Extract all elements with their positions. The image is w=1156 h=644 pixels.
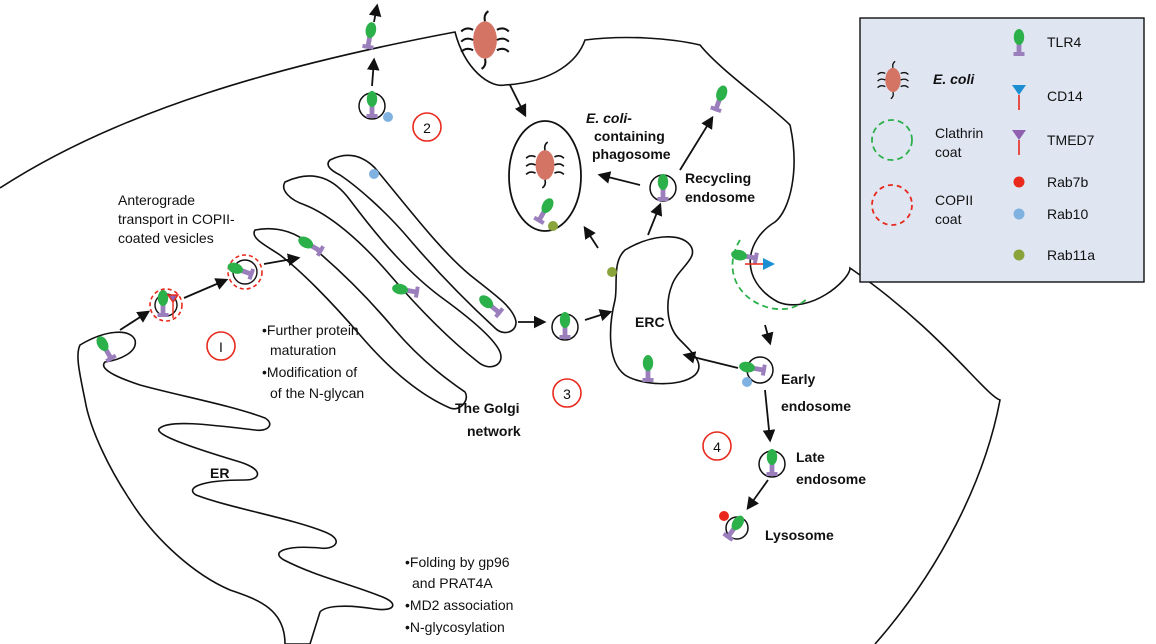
label-early-1: Early bbox=[781, 371, 815, 387]
label-erc: ERC bbox=[635, 314, 665, 330]
legend: E. coli Clathrin coat COPII coat TLR4 CD… bbox=[859, 17, 1145, 283]
note-er-1: •Folding by gp96 bbox=[405, 554, 510, 570]
note-golgi-1: •Further protein bbox=[262, 322, 359, 338]
tlr4-plasma-membrane-right bbox=[710, 83, 730, 114]
label-recycling-1: Recycling bbox=[685, 170, 751, 186]
step-marker-3: 3 bbox=[552, 378, 582, 408]
cell-membrane bbox=[0, 31, 1001, 644]
arrow-5 bbox=[368, 3, 382, 23]
note-er-4: •N-glycosylation bbox=[405, 619, 505, 635]
vesicle-golgi-exit bbox=[358, 91, 393, 122]
note-golgi-2: maturation bbox=[270, 342, 336, 358]
label-phagosome-2: containing bbox=[594, 128, 665, 144]
tlr4-plasma-membrane-top bbox=[362, 21, 378, 50]
arrow-15 bbox=[762, 389, 776, 443]
label-recycling-2: endosome bbox=[685, 189, 755, 205]
legend-copii: COPII coat bbox=[871, 184, 973, 227]
golgi-cisterna-3 bbox=[327, 154, 517, 334]
rab11a-phagosome bbox=[548, 221, 558, 231]
note-er-3: •MD2 association bbox=[405, 597, 513, 613]
er-membrane bbox=[77, 331, 394, 644]
label-anterograde-3: coated vesicles bbox=[118, 230, 214, 246]
arrow-11 bbox=[647, 202, 663, 236]
legend-rab11a-label: Rab11a bbox=[1047, 247, 1095, 263]
label-phagosome: E. coli- bbox=[586, 110, 632, 126]
tlr4-erc bbox=[642, 355, 654, 382]
arrow-2 bbox=[183, 278, 229, 299]
legend-copii-label: COPII bbox=[935, 192, 973, 208]
tlr4-in-phagosome bbox=[533, 195, 557, 225]
legend-rab10: Rab10 bbox=[1013, 206, 1088, 222]
vesicle-to-erc bbox=[551, 312, 579, 341]
step-marker-4: 4 bbox=[702, 431, 732, 461]
arrow-3 bbox=[263, 253, 301, 266]
legend-clathrin-label-2: coat bbox=[935, 144, 962, 160]
step-number: 3 bbox=[563, 386, 571, 402]
vesicle-recycling bbox=[649, 174, 677, 202]
legend-clathrin: Clathrin coat bbox=[871, 119, 983, 161]
arrow-6 bbox=[509, 84, 527, 118]
arrow-9 bbox=[583, 225, 599, 249]
legend-tlr4: TLR4 bbox=[1013, 29, 1081, 56]
rab10-golgi bbox=[369, 169, 379, 179]
step-marker-2: 2 bbox=[412, 112, 442, 142]
golgi-cisterna-1 bbox=[253, 227, 468, 410]
label-anterograde-2: transport in COPII- bbox=[118, 211, 235, 227]
late-endosome-vesicle bbox=[758, 449, 786, 478]
arrow-1 bbox=[119, 310, 151, 331]
legend-rab7b: Rab7b bbox=[1013, 174, 1088, 190]
arrow-12 bbox=[679, 115, 714, 171]
rab11a-erc bbox=[607, 267, 617, 277]
note-golgi-3: •Modification of bbox=[262, 364, 357, 380]
arrow-14 bbox=[682, 351, 739, 369]
arrow-8 bbox=[584, 309, 613, 322]
legend-ecoli: E. coli bbox=[876, 60, 975, 100]
legend-rab10-label: Rab10 bbox=[1047, 206, 1088, 222]
vesicle-copii-2 bbox=[225, 254, 263, 290]
arrow-13 bbox=[761, 324, 774, 346]
early-endosome-vesicle bbox=[738, 356, 774, 387]
legend-tmed7-label: TMED7 bbox=[1047, 132, 1095, 148]
label-lysosome: Lysosome bbox=[765, 527, 834, 543]
step-number: 4 bbox=[713, 439, 721, 455]
golgi-cisterna-2 bbox=[283, 175, 502, 368]
label-late-1: Late bbox=[796, 449, 825, 465]
label-late-2: endosome bbox=[796, 471, 866, 487]
tlr4-golgi-2 bbox=[391, 282, 420, 298]
label-anterograde-1: Anterograde bbox=[118, 192, 195, 208]
legend-tmed7: TMED7 bbox=[1012, 130, 1095, 155]
legend-cd14-label: CD14 bbox=[1047, 88, 1083, 104]
lysosome-vesicle bbox=[719, 511, 749, 542]
tlr4-er bbox=[93, 333, 117, 363]
erc-membrane bbox=[609, 235, 700, 385]
ecoli-in-phagosome bbox=[525, 141, 565, 189]
step-number: I bbox=[219, 339, 223, 355]
tlr4-golgi-1 bbox=[295, 233, 325, 257]
legend-ecoli-label: E. coli bbox=[933, 71, 975, 87]
legend-rab7b-label: Rab7b bbox=[1047, 174, 1088, 190]
legend-copii-label-2: coat bbox=[935, 211, 962, 227]
arrow-10 bbox=[597, 171, 641, 186]
note-golgi-4: of the N-glycan bbox=[270, 385, 364, 401]
legend-cd14: CD14 bbox=[1012, 85, 1083, 110]
note-er-2: and PRAT4A bbox=[412, 575, 493, 591]
vesicle-copii-1 bbox=[149, 288, 183, 322]
legend-tlr4-label: TLR4 bbox=[1047, 34, 1081, 50]
clathrin-pit bbox=[730, 239, 809, 311]
label-early-2: endosome bbox=[781, 398, 851, 414]
label-golgi-1: The Golgi bbox=[455, 400, 520, 416]
legend-clathrin-label: Clathrin bbox=[935, 125, 983, 141]
label-phagosome-3: phagosome bbox=[592, 146, 671, 162]
arrow-16 bbox=[746, 479, 769, 511]
step-number: 2 bbox=[423, 120, 431, 136]
legend-rab11a: Rab11a bbox=[1013, 247, 1095, 263]
step-marker-1: I bbox=[206, 331, 236, 361]
label-er: ER bbox=[210, 465, 229, 481]
arrow-4 bbox=[366, 57, 380, 87]
phagosome-membrane bbox=[508, 120, 582, 232]
ecoli-extracellular bbox=[460, 10, 510, 70]
label-golgi-2: network bbox=[467, 423, 521, 439]
